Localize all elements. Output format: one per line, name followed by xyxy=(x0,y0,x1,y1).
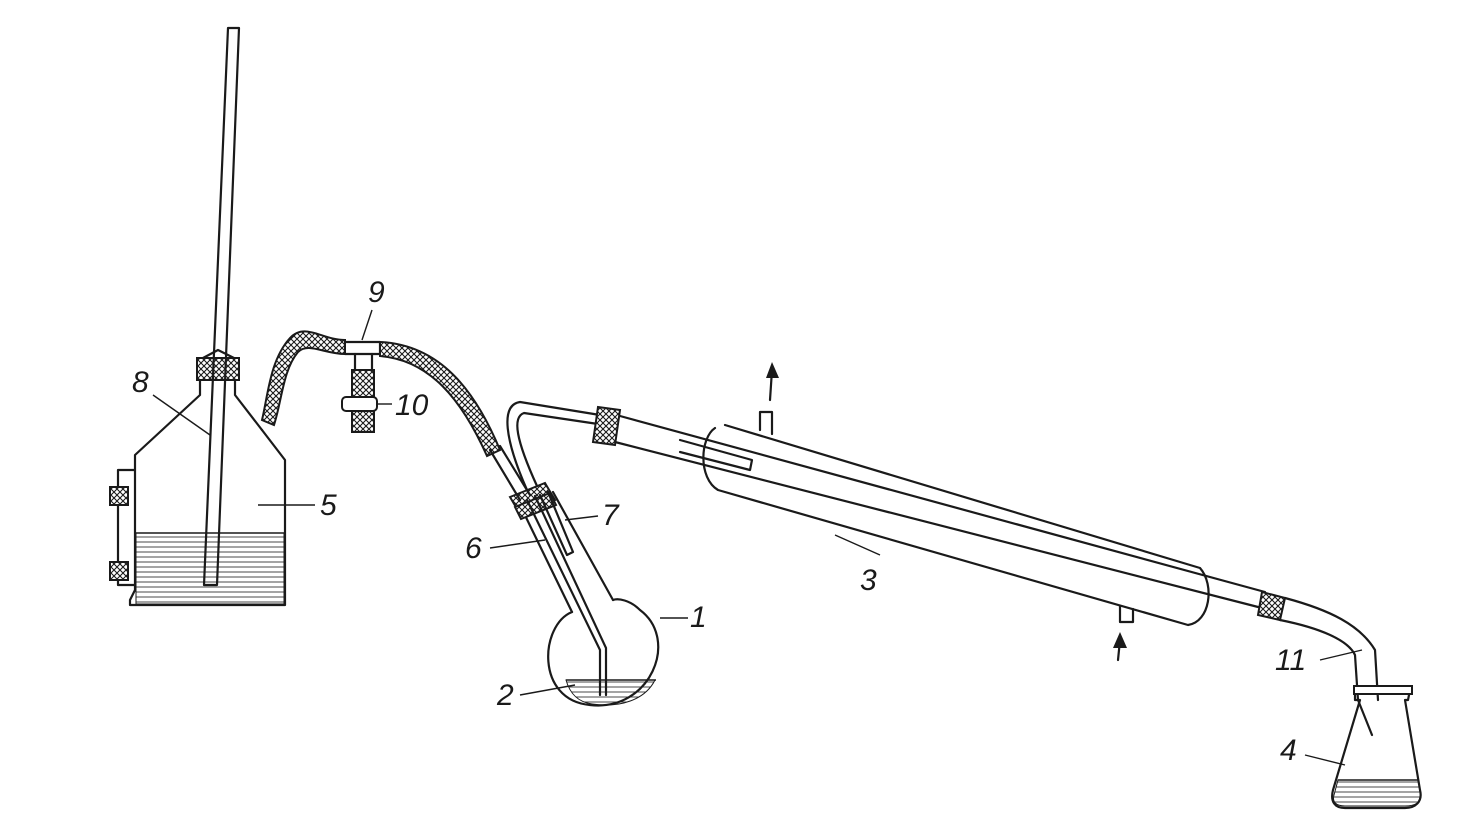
adapter xyxy=(1256,590,1380,737)
label-flask: 1 xyxy=(690,601,707,634)
distillation-flask xyxy=(488,444,660,707)
rubber-hose-left xyxy=(260,330,346,427)
leader-lines xyxy=(152,309,1363,766)
label-condenser: 3 xyxy=(860,564,877,597)
rubber-hose-stub xyxy=(341,369,392,433)
label-tall-tube: 8 xyxy=(132,366,149,399)
label-receiver: 4 xyxy=(1280,734,1297,767)
liebig-condenser xyxy=(613,362,1267,662)
label-adapter: 11 xyxy=(1275,644,1306,677)
label-liquid: 2 xyxy=(496,679,514,712)
label-reservoir: 5 xyxy=(320,489,337,522)
reservoir-bottle xyxy=(109,348,287,607)
label-outer-tube: 6 xyxy=(465,532,482,565)
label-inner-tube: 7 xyxy=(602,499,620,532)
tall-tube xyxy=(202,26,241,587)
receiver-flask xyxy=(1331,685,1422,810)
rubber-hose-right xyxy=(379,340,502,458)
tee-connector xyxy=(343,340,382,374)
vapor-tube xyxy=(506,400,622,492)
pinch-clamp xyxy=(341,396,378,412)
label-clamp: 10 xyxy=(395,389,429,422)
label-tee: 9 xyxy=(368,276,385,309)
